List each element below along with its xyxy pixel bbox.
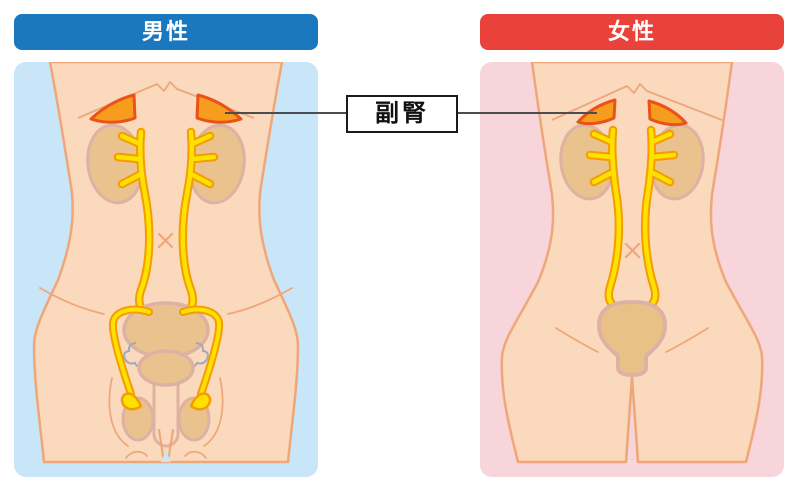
adrenal-connector-line-left [225, 112, 346, 114]
female-adrenal-gland-right [647, 99, 688, 127]
male-leg-gap [161, 450, 171, 462]
adrenal-connector-line-right [456, 112, 597, 114]
female-anatomy-panel [480, 62, 784, 477]
female-header-banner: 女性 [480, 14, 784, 50]
male-prostate [137, 349, 195, 387]
male-navel-mark [157, 232, 174, 249]
female-hip-creases [555, 327, 709, 353]
male-epididymis-right [189, 392, 212, 411]
adrenal-label: 副腎 [346, 95, 458, 133]
male-epididymis-left [120, 392, 143, 411]
male-adrenal-gland-left [89, 93, 137, 124]
male-ureters [115, 129, 217, 319]
male-header-banner: 男性 [14, 14, 318, 50]
male-groin-creases [39, 287, 293, 315]
female-body [500, 62, 764, 464]
male-anatomy-illustration [32, 62, 300, 464]
female-ribcage-line [551, 83, 723, 121]
female-navel-mark [624, 242, 641, 259]
male-seminal-vesicles [123, 342, 209, 368]
male-scrotum-creases [108, 377, 224, 459]
male-anatomy-panel [14, 62, 318, 477]
male-vas-deferens [110, 307, 222, 396]
male-inner-leg-lines [157, 428, 175, 464]
female-bladder [597, 300, 667, 377]
male-adrenal-gland-right [195, 93, 243, 124]
female-ureters [587, 127, 677, 313]
male-ribcage-line [77, 81, 255, 119]
female-anatomy-illustration [500, 62, 764, 464]
female-adrenal-gland-left [576, 98, 617, 126]
